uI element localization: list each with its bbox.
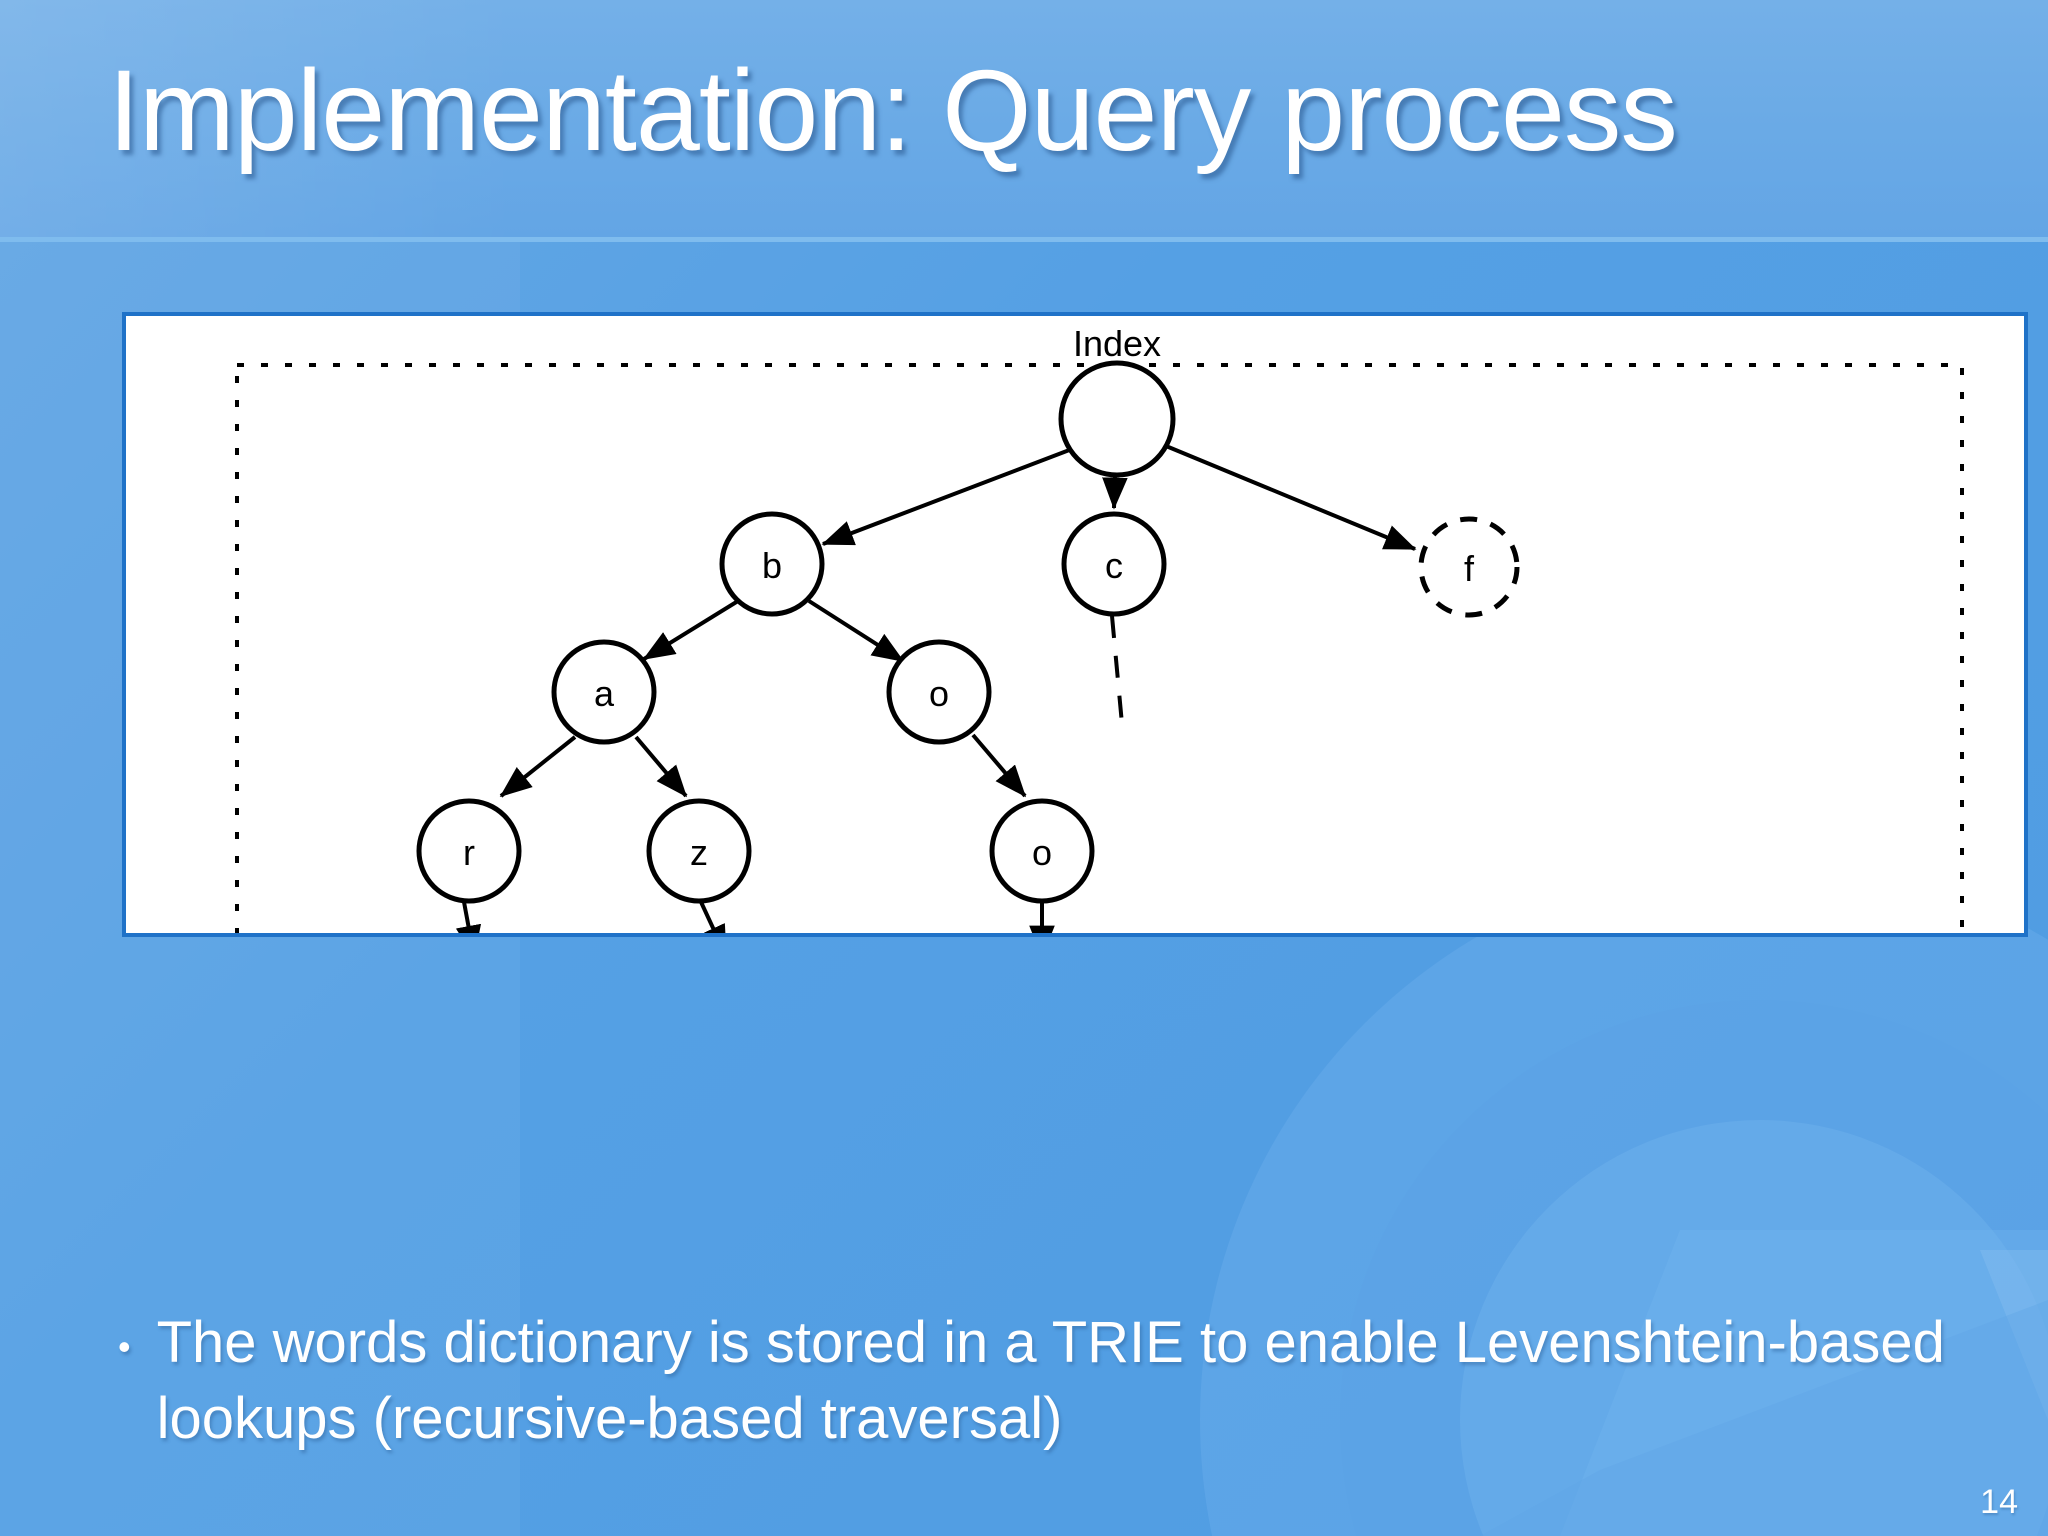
edge-root-f: [1165, 444, 1417, 551]
node-f[interactable]: f: [1418, 516, 1520, 618]
page-number: 14: [1980, 1483, 2018, 1521]
node-c-label: c: [1105, 545, 1123, 586]
page-title: Implementation: Query process: [108, 47, 1678, 175]
node-r-label: r: [463, 832, 475, 873]
bullet-marker: •: [118, 1326, 131, 1367]
node-z-label: z: [690, 832, 708, 873]
node-f-label: f: [1464, 548, 1475, 589]
node-o-lower[interactable]: o: [989, 798, 1095, 904]
edge-c-continuation: [1110, 615, 1124, 725]
node-o-lower-label: o: [1032, 832, 1052, 873]
edge-group: [455, 444, 1417, 933]
index-boundary: [235, 363, 1964, 933]
bullet-item-text: The words dictionary is stored in a TRIE…: [156, 1310, 1945, 1451]
edge-b-o: [807, 599, 905, 663]
title-band-sheen: [0, 0, 520, 237]
node-a-label: a: [594, 673, 615, 714]
index-caption: Index: [1073, 323, 1161, 364]
node-o-upper-label: o: [929, 673, 949, 714]
node-b-label: b: [762, 545, 782, 586]
edge-a-r: [499, 735, 577, 798]
diagram-panel: Index: [122, 312, 2028, 937]
node-b[interactable]: b: [719, 511, 825, 617]
node-c[interactable]: c: [1061, 511, 1167, 617]
edge-r-postings: [455, 901, 482, 933]
edge-z-postings: [699, 901, 727, 933]
node-group: b c f a o: [416, 360, 1520, 904]
bullet-list: • The words dictionary is stored in a TR…: [118, 1305, 1998, 1457]
title-band: Implementation: Query process: [0, 0, 2048, 242]
node-z[interactable]: z: [646, 798, 752, 904]
node-a[interactable]: a: [551, 639, 657, 745]
edge-root-b: [821, 447, 1073, 546]
node-r[interactable]: r: [416, 798, 522, 904]
edge-a-z: [634, 735, 688, 798]
edge-b-a: [642, 599, 740, 661]
node-o-upper[interactable]: o: [886, 639, 992, 745]
edge-o-o: [971, 733, 1027, 798]
node-root[interactable]: [1058, 360, 1176, 478]
trie-diagram: Index: [235, 323, 1964, 933]
edge-root-c: [1102, 474, 1128, 510]
